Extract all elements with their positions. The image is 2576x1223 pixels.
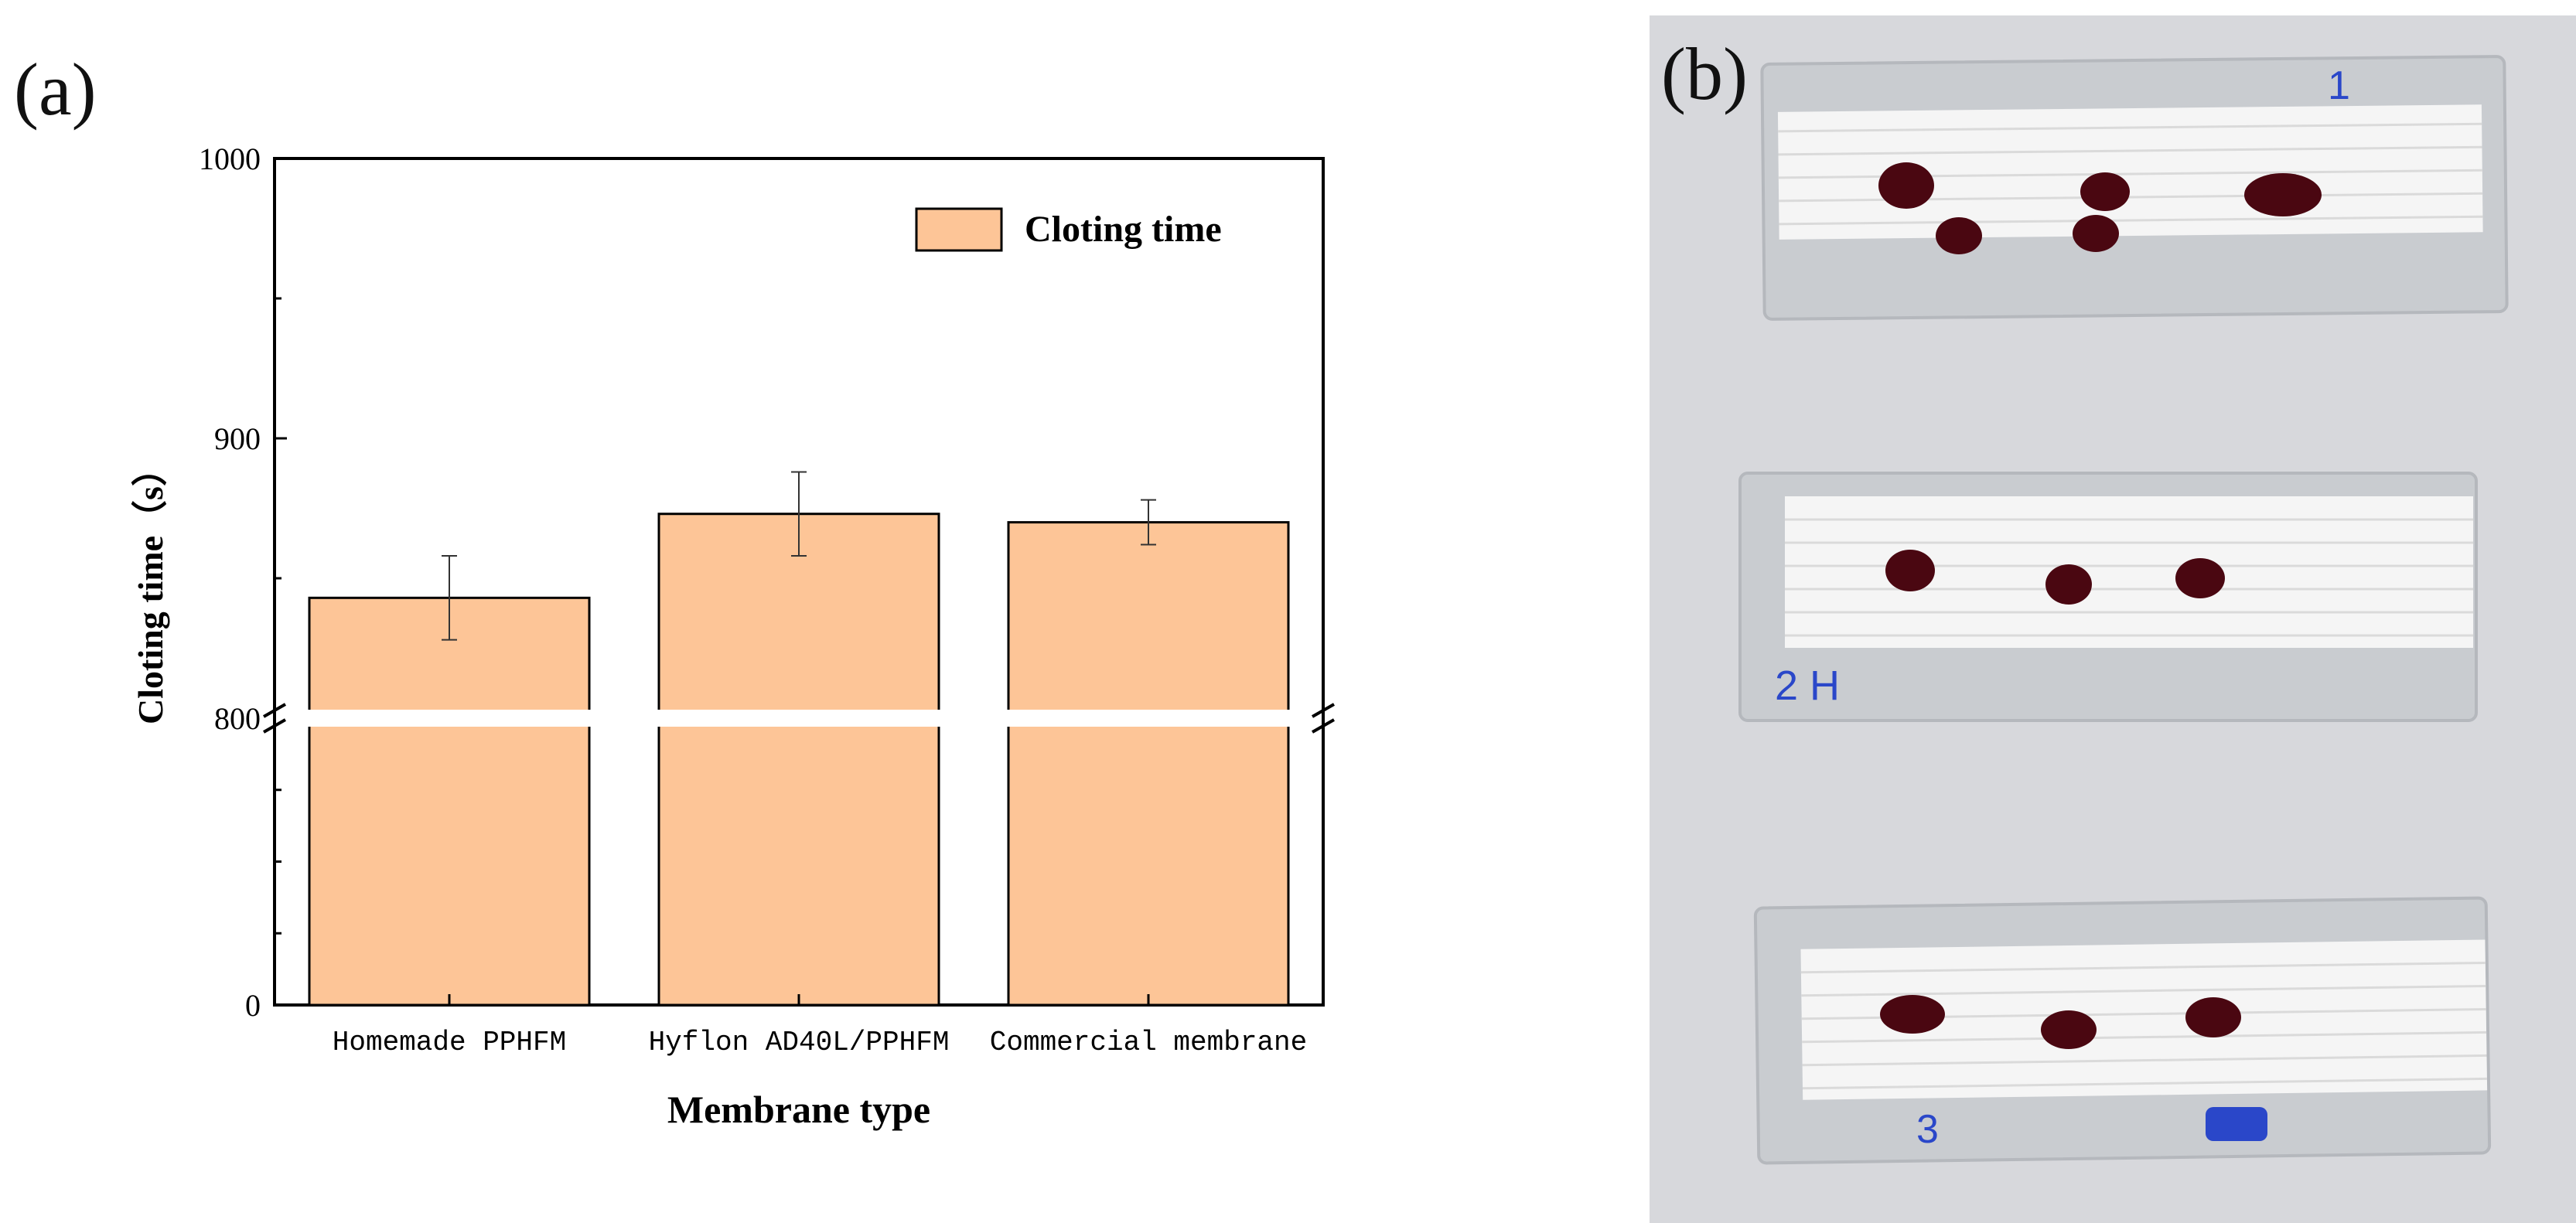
bars [308, 513, 1290, 1007]
x-axis-title: Membrane type [667, 1088, 930, 1131]
bar-1 [308, 596, 591, 1007]
blood-drop [1880, 995, 1945, 1034]
blood-drop [1936, 217, 1982, 254]
y-axis-title: Cloting time（s） [131, 451, 170, 724]
blood-drop [2080, 172, 2130, 211]
x-tick-label: Homemade PPHFM [333, 1027, 566, 1058]
y-tick-label: 800 [214, 701, 261, 736]
legend-swatch [915, 207, 1003, 252]
slide-handwriting: 2 H [1775, 663, 1840, 709]
axis-break-gap [276, 710, 1322, 727]
ink-scribble [2206, 1107, 2267, 1141]
legend-label: Cloting time [1025, 209, 1222, 250]
blood-drop [2045, 564, 2092, 605]
error-bars [442, 471, 1156, 641]
bar-chart: 0 800 900 1000 Homemade PPHFM Hyflon AD40L/P… [131, 141, 1335, 1131]
break-slash [263, 703, 286, 718]
blood-drop [2073, 215, 2119, 252]
x-tick-label: Hyflon AD40L/PPHFM [649, 1027, 950, 1058]
blood-drop [2041, 1010, 2097, 1049]
break-slash [1312, 718, 1335, 734]
photo-panel: 1 2 H [1650, 15, 2576, 1223]
panel-b-label: (b) [1661, 32, 1748, 115]
slide-handwriting: 1 [2328, 63, 2350, 108]
blood-drop [2175, 558, 2225, 598]
y-tick-label: 900 [214, 421, 261, 456]
bar-3 [1007, 521, 1290, 1007]
blood-drop [2185, 997, 2241, 1037]
y-tick-label: 1000 [199, 141, 261, 176]
glass-slide-1: 1 [1760, 55, 2509, 321]
glass-slide-2: 2 H [1738, 472, 2478, 722]
break-slash [1312, 703, 1335, 718]
y-axis: 0 800 900 1000 [199, 141, 287, 1023]
x-axis: Homemade PPHFM Hyflon AD40L/PPHFM Commerci… [333, 994, 1307, 1058]
glass-slide-3: 3 [1753, 896, 2492, 1165]
blood-drop [2244, 173, 2322, 216]
blood-drop [1878, 162, 1934, 209]
panel-a-label: (a) [14, 48, 97, 131]
bar-2 [657, 513, 940, 1007]
slide-handwriting: 3 [1916, 1107, 1939, 1152]
break-slash [263, 718, 286, 734]
x-tick-label: Commercial membrane [990, 1027, 1307, 1058]
blood-drop [1885, 550, 1935, 591]
y-tick-label: 0 [245, 988, 261, 1023]
axis-break-marks [263, 703, 1335, 734]
legend: Cloting time [915, 207, 1222, 252]
